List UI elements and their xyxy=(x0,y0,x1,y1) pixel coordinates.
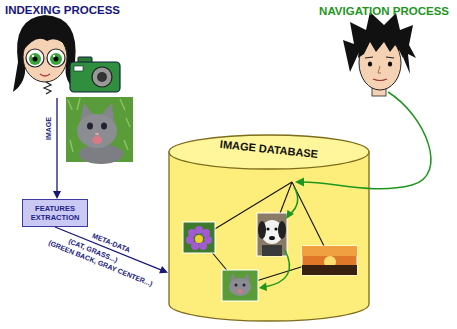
image-arrow xyxy=(53,98,61,199)
node-text: FEATURES EXTRACTION xyxy=(27,204,83,222)
sunset-photo xyxy=(302,246,357,275)
camera-icon xyxy=(70,57,120,92)
man-face xyxy=(343,12,416,96)
label-holder: NAVIGATION PROCESS xyxy=(319,4,449,18)
dog-photo xyxy=(257,213,287,256)
label-holder: INDEXING PROCESS xyxy=(5,3,120,17)
arrowhead xyxy=(159,266,168,273)
cat-photo xyxy=(222,270,258,301)
navigation-arrows xyxy=(265,92,431,287)
image-graph xyxy=(183,92,431,301)
flower-photo xyxy=(183,222,215,253)
woman-face xyxy=(13,15,78,94)
label-holder: IMAGE xyxy=(44,116,53,142)
process-heading: NAVIGATION PROCESS xyxy=(319,4,449,18)
database-cylinder xyxy=(168,134,370,324)
arrow-label: IMAGE xyxy=(44,116,53,142)
process-heading: INDEXING PROCESS xyxy=(5,3,120,17)
process-box: FEATURES EXTRACTION xyxy=(22,199,88,227)
database-cylinder-node: IMAGE DATABASE xyxy=(168,134,370,324)
kitten-photo xyxy=(66,97,133,164)
